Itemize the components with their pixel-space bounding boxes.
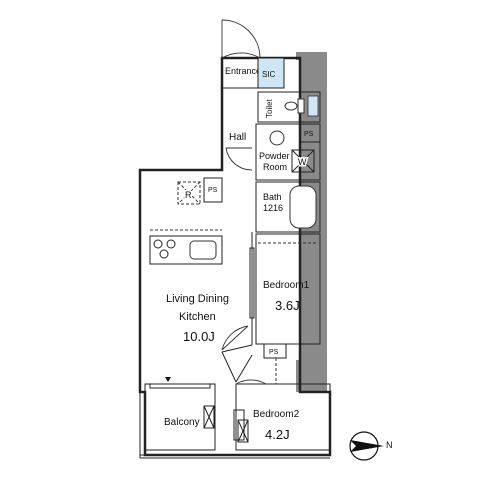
hall-door-swing — [225, 147, 253, 171]
partition-lower-3 — [235, 354, 253, 383]
ps-shaft-3 — [263, 343, 287, 359]
window-arrow-icon — [165, 377, 171, 382]
sliding-door-bedroom1 — [249, 247, 255, 319]
balcony-ac-diagonal-2 — [203, 405, 215, 429]
washer-diagonal-2 — [291, 149, 315, 173]
bedroom2-room — [235, 383, 331, 451]
kitchen-counter — [149, 235, 223, 265]
partition-lower — [221, 344, 253, 353]
washer-box — [291, 149, 315, 173]
partition-lower-2 — [221, 351, 237, 383]
refrigerator-diagonal-2 — [177, 181, 201, 205]
bedroom2-label: Bedroom2 — [253, 409, 300, 420]
stove-burner-icon-2 — [166, 239, 176, 249]
bath-label-2: 1216 — [263, 203, 283, 213]
living-size-label: 10.0J — [183, 329, 215, 344]
ldk-door-swing — [221, 325, 249, 351]
bedroom1-room — [255, 233, 321, 345]
powder-room-label-2: Room — [263, 162, 287, 172]
compass-arrow-icon — [350, 440, 384, 452]
bathtub-icon — [289, 185, 317, 229]
refrigerator-spot — [177, 181, 201, 205]
ps-label-3: PS — [269, 349, 279, 356]
bath-label-1: Bath — [263, 192, 282, 202]
ps-shaft-2 — [203, 177, 223, 203]
stove-burner-icon-1 — [153, 239, 163, 249]
bedroom2-ac-unit — [237, 419, 249, 443]
ps-label-1: PS — [304, 131, 314, 138]
hall-label: Hall — [229, 132, 246, 143]
bedroom1-label: Bedroom1 — [263, 280, 310, 291]
powder-room — [255, 123, 321, 181]
toilet-room — [257, 91, 321, 123]
compass: N — [349, 431, 393, 461]
kitchen-label: Kitchen — [179, 311, 216, 323]
balcony-window — [149, 383, 211, 389]
entrance-door-swing — [221, 52, 261, 59]
toilet-sink-icon — [307, 95, 319, 117]
toilet-label: Toilet — [265, 99, 274, 118]
bedroom2-size: 4.2J — [265, 427, 290, 442]
bath-room — [255, 181, 321, 233]
bedroom1-size: 3.6J — [275, 298, 300, 313]
refrigerator-label: R — [185, 190, 192, 200]
powder-room-label-1: Powder — [259, 151, 290, 161]
balcony-label: Balcony — [164, 417, 200, 428]
ps-label-2: PS — [208, 187, 218, 194]
balcony-ac-unit — [203, 405, 215, 429]
toilet-tank-icon — [297, 98, 305, 114]
entrance-door-arc — [221, 19, 261, 59]
sink-bowl-icon — [269, 130, 285, 146]
bedroom2-door-swing — [235, 379, 267, 385]
living-dining-label: Living Dining — [166, 293, 229, 305]
washer-label: W — [298, 157, 307, 167]
sic-closet — [257, 57, 285, 89]
compass-north-label: N — [386, 440, 393, 450]
bedroom2-ac-diagonal-2 — [237, 419, 249, 443]
stove-burner-icon-3 — [159, 249, 169, 259]
kitchen-sink-icon — [189, 240, 217, 260]
toilet-bowl-icon — [284, 101, 298, 111]
entrance-label: Entrance — [225, 66, 261, 76]
sic-label: SIC — [262, 70, 276, 79]
